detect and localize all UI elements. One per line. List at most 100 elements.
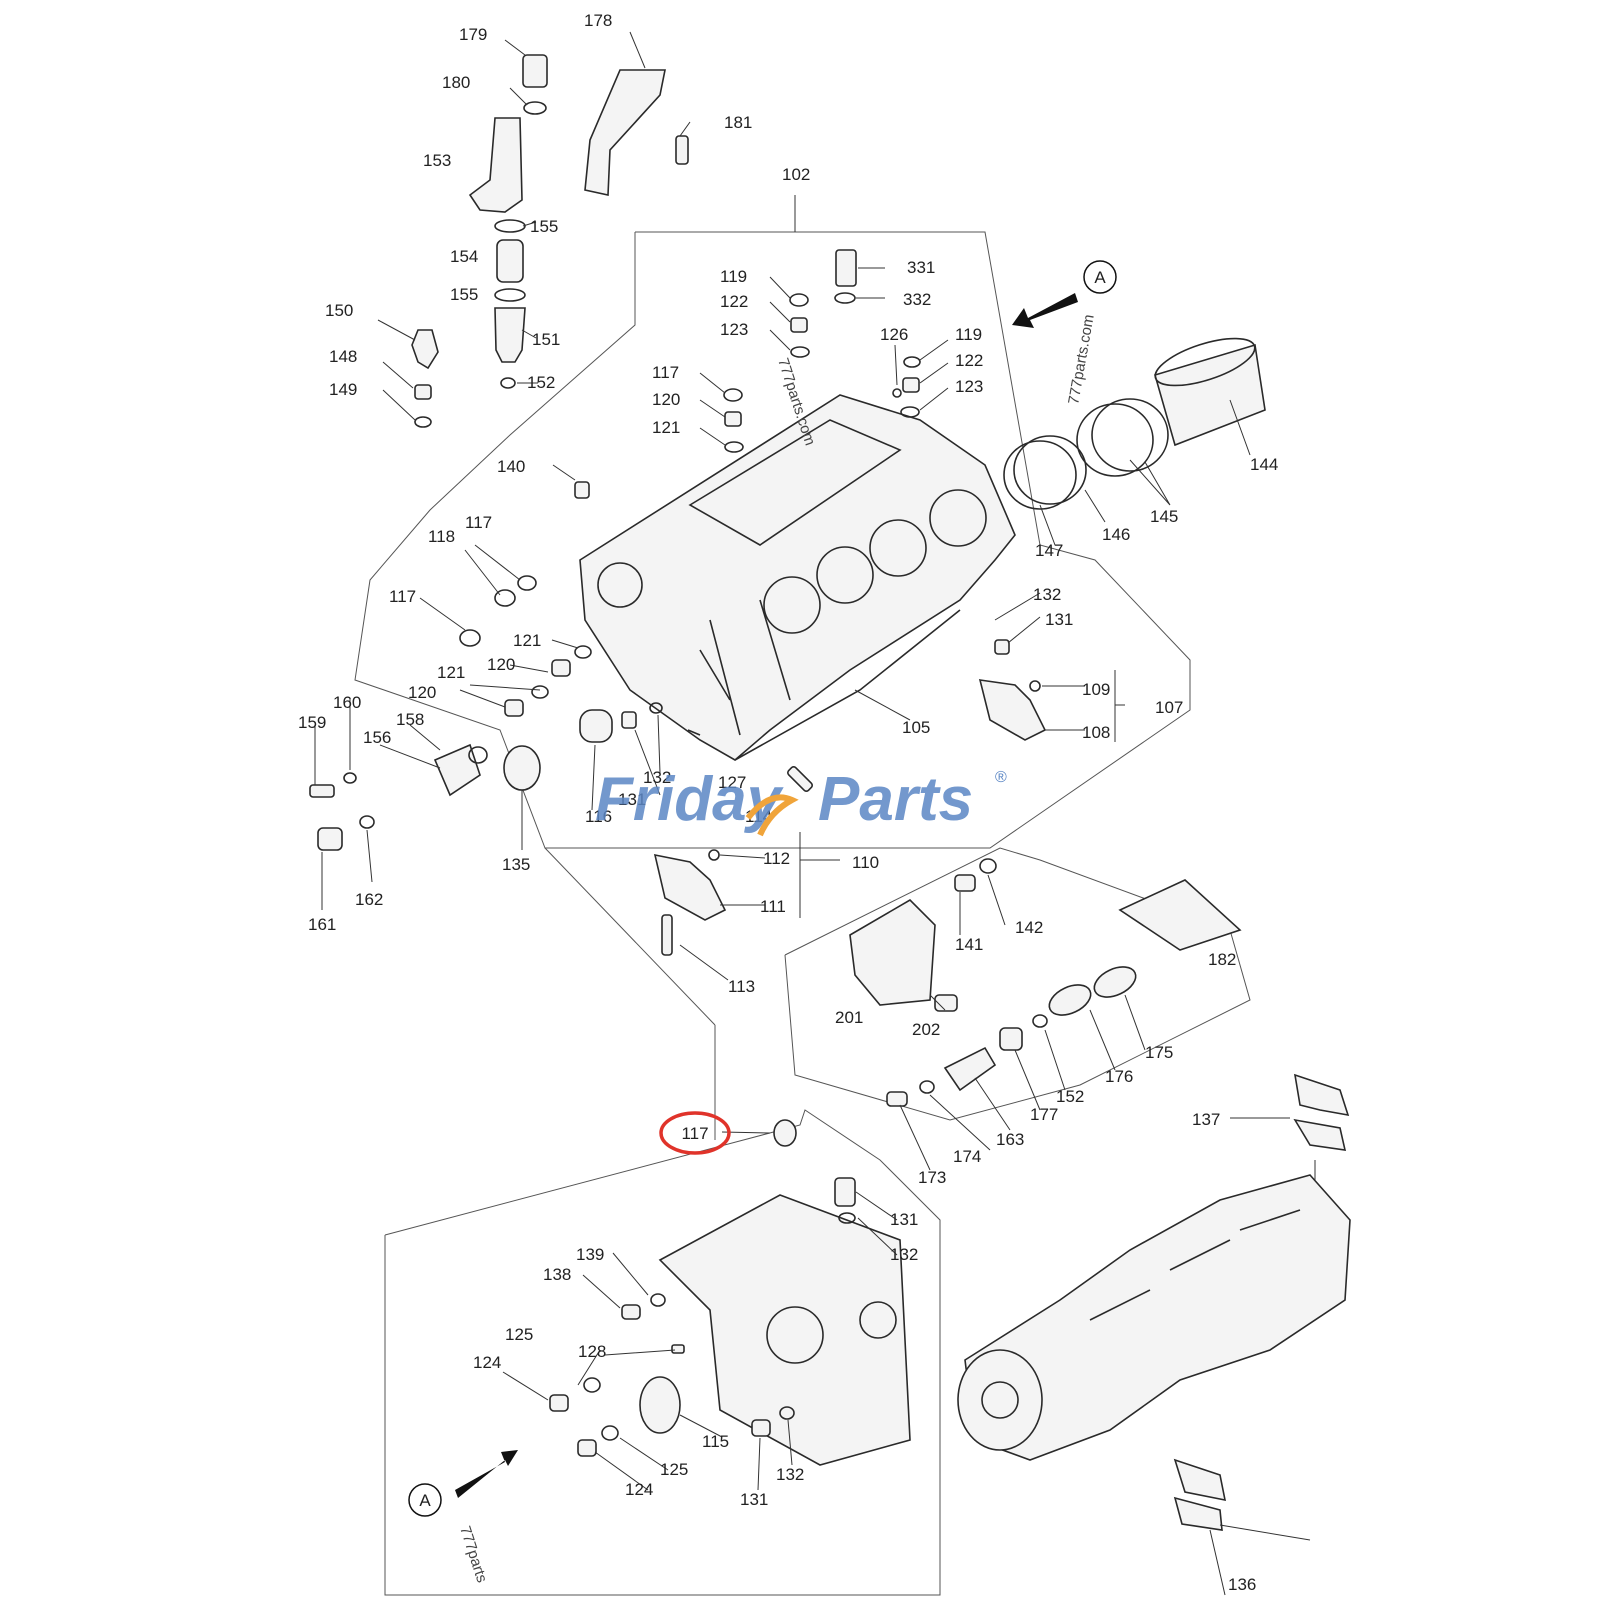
washer-149	[414, 416, 432, 428]
washer-123-right	[900, 406, 920, 418]
liner-144-top	[1154, 337, 1256, 387]
bolt-179	[522, 54, 548, 88]
callout-label: 152	[1056, 1087, 1084, 1106]
bolt-173	[886, 1091, 908, 1107]
washer-132-d	[779, 1406, 795, 1420]
callout-label: 120	[487, 655, 515, 674]
washer-121-top	[724, 441, 744, 453]
callout-label: 159	[298, 713, 326, 732]
left-side-parts	[309, 575, 813, 851]
cap-108	[978, 679, 1047, 741]
bolt-131-c	[834, 1177, 856, 1207]
plug-131-a	[994, 639, 1010, 655]
callout-label: 109	[1082, 680, 1110, 699]
view-arrows: A A	[408, 260, 1117, 1517]
dowel-112	[708, 849, 720, 861]
gasket-175	[1093, 966, 1137, 998]
callout-label: 152	[527, 373, 555, 392]
callout-label: 126	[880, 325, 908, 344]
ring-146	[1013, 435, 1087, 505]
bore-4	[929, 489, 987, 547]
plug-120-top	[724, 411, 742, 427]
plug-120-c	[504, 699, 524, 717]
plug-119-right	[903, 356, 921, 368]
callout-label: 177	[1030, 1105, 1058, 1124]
plug-148	[414, 384, 432, 400]
plug-124-a	[549, 1394, 569, 1412]
highlight-circle	[659, 1111, 731, 1155]
washer-132-b	[649, 702, 663, 714]
thrust-washer-135	[503, 745, 541, 791]
callout-label: 107	[1155, 698, 1183, 717]
watermarks: Friday Parts ® 777parts.com 777parts.com…	[456, 313, 1098, 1585]
callout-label: 136	[1228, 1575, 1256, 1594]
washer-123-left	[790, 346, 810, 358]
callout-label: 145	[1150, 507, 1178, 526]
callout-label: 202	[912, 1020, 940, 1039]
cap-111	[653, 853, 727, 921]
callout-label: 135	[502, 855, 530, 874]
ring-147	[1003, 440, 1077, 510]
callout-label: 140	[497, 457, 525, 476]
callout-label: 120	[408, 683, 436, 702]
tube-177	[999, 1027, 1023, 1051]
arrow-view-a-top	[1012, 293, 1078, 328]
plug-124-b	[577, 1439, 597, 1457]
plug-331	[835, 249, 857, 287]
washer-125-a	[583, 1377, 601, 1393]
plug-122-left	[790, 317, 808, 333]
view-marker-top-label: A	[1094, 268, 1106, 287]
callout-label: 331	[907, 258, 935, 277]
callout-label: 148	[329, 347, 357, 366]
plug-117-top	[723, 388, 743, 402]
bracket-178	[584, 69, 666, 196]
bearing-136-upper	[1173, 1458, 1227, 1502]
washer-121-b	[574, 645, 592, 659]
o-ring-155-upper	[494, 219, 526, 233]
plug-118	[494, 589, 516, 607]
callout-label: 176	[1105, 1067, 1133, 1086]
brand-watermark-right: Parts	[818, 765, 973, 834]
washer-180	[523, 101, 547, 115]
callout-label: 181	[724, 113, 752, 132]
callout-label: 122	[955, 351, 983, 370]
bore-2	[816, 546, 874, 604]
callout-label: 155	[450, 285, 478, 304]
pin-127	[687, 729, 701, 736]
plug-117-highlighted	[773, 1119, 797, 1147]
gasket-158	[468, 746, 488, 764]
dowel-109	[1029, 680, 1041, 692]
callout-label: 163	[996, 1130, 1024, 1149]
callout-label: 131	[890, 1210, 918, 1229]
bearing-137-lower	[1293, 1118, 1347, 1151]
frame-link-line	[544, 847, 716, 1026]
callout-label: 123	[720, 320, 748, 339]
callout-label: 156	[363, 728, 391, 747]
callout-label: 124	[625, 1480, 653, 1499]
pin-128	[671, 1344, 685, 1354]
callout-label: 117	[389, 587, 416, 606]
callout-label: 149	[329, 380, 357, 399]
shield-182	[1118, 879, 1242, 951]
callout-label: 174	[953, 1147, 981, 1166]
seal-115	[639, 1376, 681, 1434]
bearing-136-lower	[1173, 1496, 1223, 1531]
gasket-176	[1048, 984, 1092, 1016]
plug-117-b	[517, 575, 537, 591]
brand-reg-mark: ®	[995, 769, 1007, 786]
highlighted-callout: 117	[659, 1111, 731, 1155]
callout-label: 132	[643, 768, 671, 787]
block-top-deck	[688, 419, 902, 546]
callout-label: 112	[763, 849, 790, 868]
callout-label: 182	[1208, 950, 1236, 969]
site-watermark-bottom: 777parts	[456, 1524, 490, 1585]
crankshaft-flange	[957, 1349, 1043, 1451]
washer-121-c	[531, 685, 549, 699]
elbow-pipe-153	[468, 117, 523, 213]
callout-label: 147	[1035, 541, 1063, 560]
bolt-141	[954, 874, 976, 892]
lower-housing-frame	[784, 847, 1251, 1121]
callout-label: 158	[396, 710, 424, 729]
site-watermark-top: 777parts.com	[1065, 313, 1098, 405]
cover-156	[433, 743, 481, 797]
